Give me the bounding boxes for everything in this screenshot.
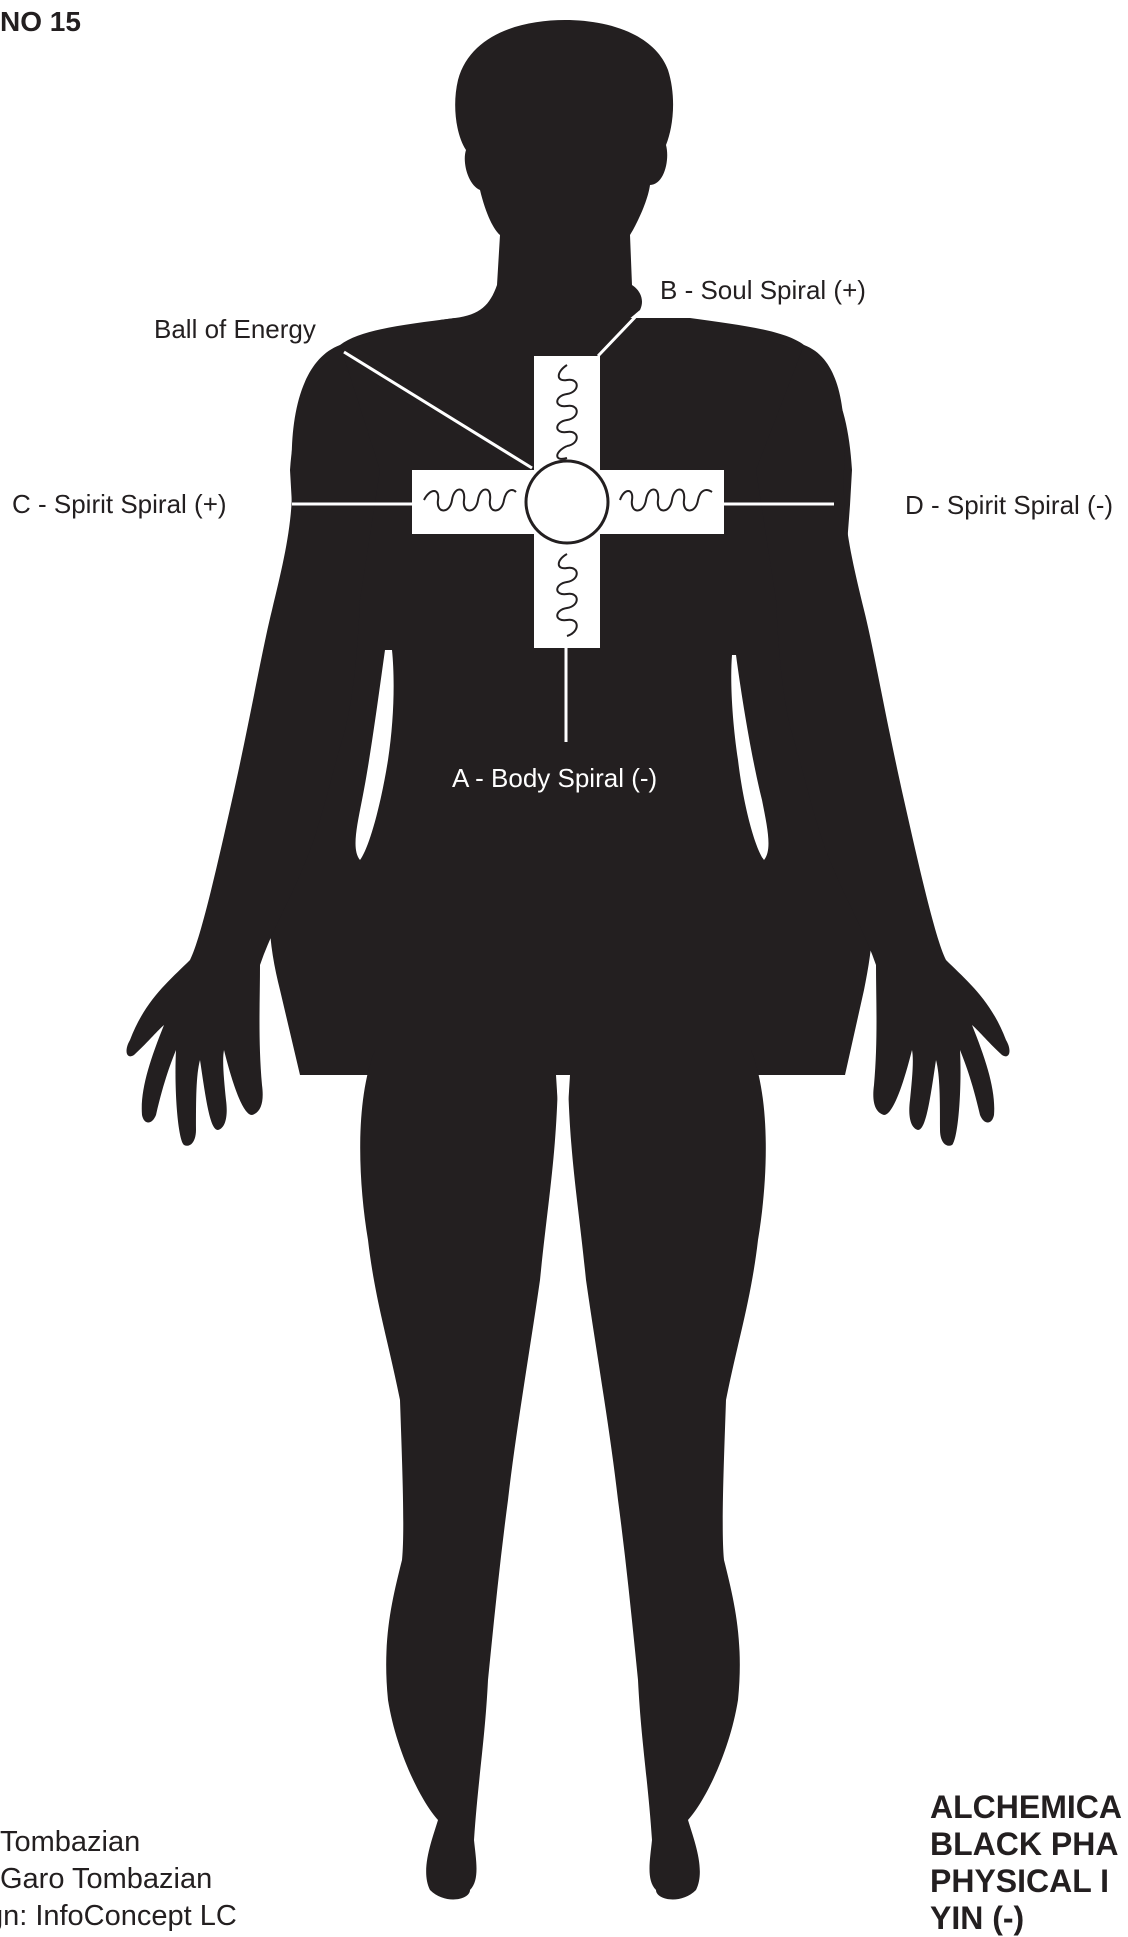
ball-of-energy bbox=[526, 461, 608, 543]
credit-line-3: sign: InfoConcept LC bbox=[0, 1898, 237, 1935]
caption-line-4: YIN (-) bbox=[930, 1900, 1024, 1937]
ball-of-energy-label: Ball of Energy bbox=[154, 314, 316, 344]
caption-line-3: PHYSICAL I bbox=[930, 1863, 1109, 1900]
human-silhouette bbox=[127, 20, 1010, 1899]
head bbox=[440, 20, 673, 320]
body-spiral-label: A - Body Spiral (-) bbox=[452, 763, 657, 793]
plate-number: NO 15 bbox=[0, 6, 81, 38]
credit-line-1: Tombazian bbox=[0, 1824, 140, 1861]
crotch-gap bbox=[556, 1075, 570, 1140]
caption-line-2: BLACK PHA bbox=[930, 1826, 1118, 1863]
spirit-spiral-left-label: C - Spirit Spiral (+) bbox=[12, 489, 227, 519]
caption-line-1: ALCHEMICA bbox=[930, 1789, 1122, 1826]
legs bbox=[360, 1050, 766, 1899]
spirit-spiral-right-label: D - Spirit Spiral (-) bbox=[905, 490, 1113, 520]
soul-spiral-label: B - Soul Spiral (+) bbox=[660, 275, 866, 305]
credit-line-2: Garo Tombazian bbox=[0, 1861, 212, 1898]
